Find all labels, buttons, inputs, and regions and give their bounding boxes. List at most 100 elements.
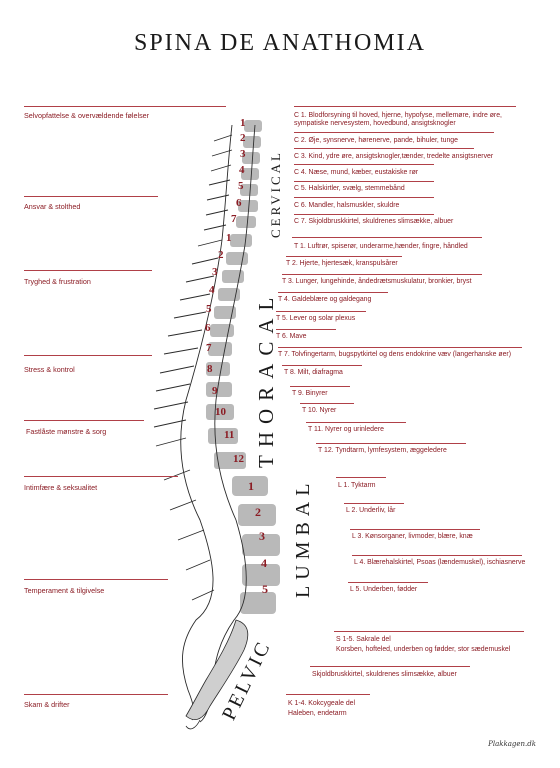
left-divider bbox=[24, 476, 178, 477]
lumbal-l5: L 5. Underben, fødder bbox=[350, 586, 418, 593]
right-divider bbox=[294, 181, 434, 182]
left-divider bbox=[24, 694, 168, 695]
lumbal-l1: L 1. Tyktarm bbox=[338, 482, 376, 489]
vertebra-number-c6: 6 bbox=[236, 197, 242, 209]
right-divider bbox=[316, 443, 466, 444]
vertebra-number-t11: 11 bbox=[224, 429, 235, 441]
thoracal-t4: T 4. Galdeblære og galdegang bbox=[278, 296, 372, 303]
right-divider bbox=[294, 132, 494, 133]
vertebra-number-l5: 5 bbox=[262, 582, 268, 596]
left-label-ansvar: Ansvar & stolthed bbox=[24, 202, 81, 211]
sacral-title: S 1-5. Sakrale del bbox=[336, 636, 391, 643]
sacral-description: Korsben, hofteled, underben og fødder, s… bbox=[336, 646, 511, 653]
right-divider bbox=[310, 666, 470, 667]
vertebra-number-t12: 12 bbox=[233, 453, 244, 465]
right-divider bbox=[278, 347, 522, 348]
coccyx-title: K 1-4. Kokcygeale del bbox=[288, 700, 356, 707]
vertebra-number-l2: 2 bbox=[255, 505, 261, 519]
thoracal-t5: T 5. Lever og solar plexus bbox=[276, 315, 356, 322]
left-label-selvopfattelse: Selvopfattelse & overvældende følelser bbox=[24, 111, 150, 120]
thoracal-t11: T 11. Nyrer og urinledere bbox=[308, 426, 384, 433]
right-divider bbox=[350, 529, 480, 530]
right-divider bbox=[294, 148, 474, 149]
vertebra-number-t3: 3 bbox=[212, 266, 218, 278]
thoracal-t10: T 10. Nyrer bbox=[302, 407, 337, 414]
left-label-temperament: Temperament & tilgivelse bbox=[24, 586, 105, 595]
vertebra-number-t2: 2 bbox=[218, 249, 224, 261]
right-divider bbox=[292, 237, 482, 238]
cervical-c6: C 6. Mandler, halsmuskler, skuldre bbox=[294, 202, 400, 209]
right-divider bbox=[300, 403, 354, 404]
vertebra-number-c7: 7 bbox=[231, 213, 237, 225]
right-divider bbox=[294, 164, 434, 165]
vertebra-number-c4: 4 bbox=[239, 164, 245, 176]
right-divider bbox=[276, 329, 336, 330]
right-divider bbox=[344, 503, 404, 504]
thoracal-t6: T 6. Mave bbox=[276, 333, 307, 340]
page-title: SPINA DE ANATHOMIA bbox=[133, 30, 427, 56]
left-label-stress: Stress & kontrol bbox=[24, 365, 75, 374]
left-label-skam: Skam & drifter bbox=[24, 700, 70, 709]
right-divider bbox=[336, 477, 386, 478]
thoracal-t12: T 12. Tyndtarm, lymfesystem, æggeledere bbox=[318, 447, 447, 454]
vertebra-number-l1: 1 bbox=[248, 479, 254, 493]
vertebra-number-l4: 4 bbox=[261, 556, 267, 570]
left-divider bbox=[24, 270, 152, 271]
right-divider bbox=[290, 386, 350, 387]
cervical-c3: C 3. Kind, ydre øre, ansigtsknogler,tænd… bbox=[294, 153, 494, 160]
right-divider bbox=[276, 311, 366, 312]
thoracal-t3: T 3. Lunger, lungehinde, åndedrætsmuskul… bbox=[282, 278, 472, 285]
signature: Plakkagen.dk bbox=[488, 740, 536, 748]
coccyx-description: Haleben, endetarm bbox=[288, 710, 347, 717]
left-label-tryghed: Tryghed & frustration bbox=[24, 277, 91, 286]
left-divider bbox=[24, 420, 144, 421]
left-divider bbox=[24, 106, 226, 107]
vertebra-number-t4: 4 bbox=[209, 284, 215, 296]
thoracal-t9: T 9. Binyrer bbox=[292, 390, 328, 397]
region-label-cervical: CERVICAL bbox=[268, 150, 283, 238]
vertebra-number-c2: 2 bbox=[240, 132, 246, 144]
vertebra-number-t9: 9 bbox=[212, 385, 218, 397]
thoracal-t1: T 1. Luftrør, spiserør, underarme,hænder… bbox=[294, 243, 468, 250]
thoracal-t2: T 2. Hjerte, hjertesæk, kranspulsårer bbox=[286, 260, 398, 267]
lumbal-l2: L 2. Underliv, lår bbox=[346, 507, 396, 514]
right-divider bbox=[348, 582, 428, 583]
thoracal-t7: T 7. Tolvfingertarm, bugspytkirtel og de… bbox=[278, 351, 511, 358]
right-divider bbox=[334, 631, 524, 632]
sacral-extra: Skjoldbruskkirtel, skuldrenes slimsække,… bbox=[312, 671, 457, 678]
vertebra-number-c3: 3 bbox=[240, 148, 246, 160]
thoracal-t8: T 8. Milt, diafragma bbox=[284, 369, 343, 376]
left-label-intimfaere: Intimfære & seksualitet bbox=[24, 483, 98, 492]
right-divider bbox=[282, 274, 482, 275]
right-divider bbox=[294, 214, 434, 215]
vertebra-number-l3: 3 bbox=[259, 529, 265, 543]
lumbal-l4: L 4. Blærehalskirtel, Psoas (lændemuskel… bbox=[354, 559, 526, 566]
cervical-c2: C 2. Øje, synsnerve, hørenerve, pande, b… bbox=[294, 137, 458, 144]
vertebra-number-t8: 8 bbox=[207, 363, 213, 375]
vertebra-number-t7: 7 bbox=[206, 342, 212, 354]
right-divider bbox=[282, 365, 362, 366]
vertebra-number-t5: 5 bbox=[206, 303, 212, 315]
vertebra-number-c1: 1 bbox=[240, 117, 246, 129]
right-divider bbox=[278, 292, 388, 293]
cervical-c4: C 4. Næse, mund, kæber, eustakiske rør bbox=[294, 169, 419, 176]
right-divider bbox=[352, 555, 522, 556]
cervical-c7: C 7. Skjoldbruskkirtel, skuldrenes slims… bbox=[294, 218, 454, 225]
left-divider bbox=[24, 196, 158, 197]
cervical-c5: C 5. Halskirtler, svælg, stemmebånd bbox=[294, 185, 405, 192]
right-divider bbox=[306, 422, 406, 423]
right-divider bbox=[286, 694, 370, 695]
region-label-lumbal: LUMBAL bbox=[292, 477, 314, 598]
right-divider bbox=[294, 197, 434, 198]
vertebra-number-t6: 6 bbox=[205, 322, 211, 334]
left-divider bbox=[24, 355, 152, 356]
left-divider bbox=[24, 579, 168, 580]
left-label-fastlaaste: Fastlåste mønstre & sorg bbox=[26, 427, 107, 436]
vertebra-number-t10: 10 bbox=[215, 406, 226, 418]
cervical-c1: C 1. Blodforsyning til hoved, hjerne, hy… bbox=[294, 112, 502, 128]
vertebra-number-c5: 5 bbox=[238, 180, 244, 192]
right-divider bbox=[294, 106, 516, 107]
vertebra-number-t1: 1 bbox=[226, 232, 232, 244]
lumbal-l3: L 3. Kønsorganer, livmoder, blære, knæ bbox=[352, 533, 473, 540]
